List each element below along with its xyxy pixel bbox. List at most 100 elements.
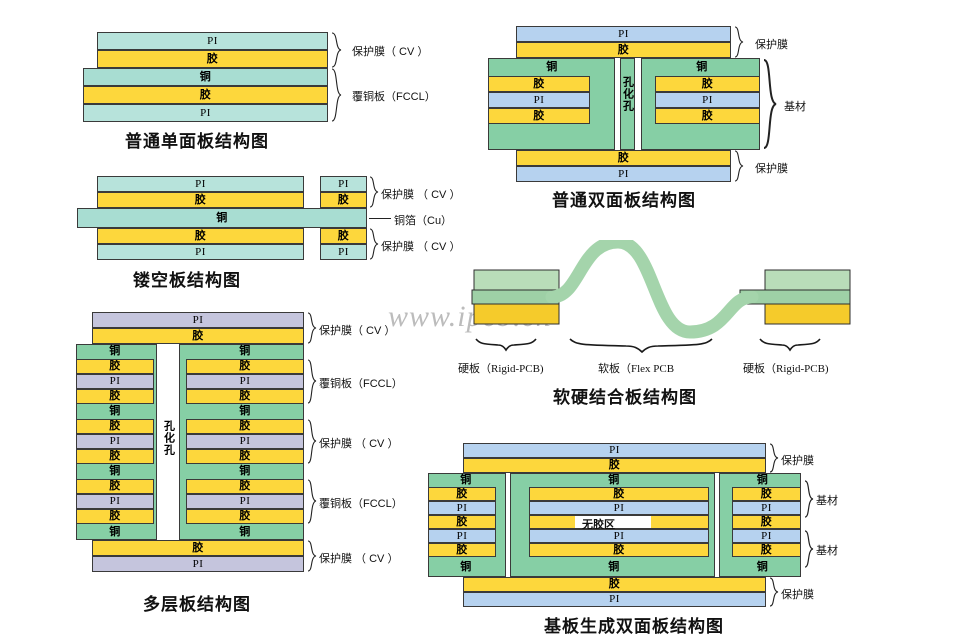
brace-protective-film-bottom <box>734 150 745 182</box>
annotation-fccl-1: 覆铜板（FCCL） <box>319 378 403 390</box>
title-rigid-flex: 软硬结合板结构图 <box>553 388 697 407</box>
brace-protective-film-bottom <box>769 577 779 607</box>
layer-pi-bottom: PI <box>516 166 731 182</box>
title-single-sided: 普通单面板结构图 <box>125 132 269 151</box>
annotation-cv-1: 保护膜（ CV ） <box>319 325 396 337</box>
brace-fccl-2 <box>307 479 317 524</box>
layer-pi-left-2: PI <box>76 374 154 389</box>
layer-glue-left-3: 胶 <box>428 515 496 529</box>
no-glue-zone-label: 无胶区 <box>582 519 615 531</box>
layer-glue-left-11: 胶 <box>76 509 154 524</box>
layer-glue-right-upper: 胶 <box>655 76 760 92</box>
annotation-base-material-lower: 基材 <box>816 545 838 557</box>
layer-pi-top-left: PI <box>97 176 304 192</box>
layer-pi-right-10: PI <box>186 494 304 509</box>
diagram-double-sided: PI 胶 铜 铜 胶 PI 胶 胶 PI 胶 孔化孔 胶 PI 保护膜 <box>460 0 971 220</box>
layer-glue-right-3: 胶 <box>186 389 304 404</box>
brace-cv-2 <box>307 419 317 464</box>
layer-copper-left-bottom: 铜 <box>460 560 472 573</box>
layer-copper-left-top: 铜 <box>546 60 558 73</box>
layer-glue-bottom: 胶 <box>463 577 766 592</box>
title-substrate-double-sided: 基板生成双面板结构图 <box>544 617 724 636</box>
layer-copper: 铜 <box>83 68 328 86</box>
layer-glue-top-left: 胶 <box>97 192 304 208</box>
layer-copper-left-12: 铜 <box>109 525 121 538</box>
gap-right <box>714 473 720 577</box>
layer-glue-left-5: 胶 <box>428 543 496 557</box>
rigid-flex-illustration <box>471 240 851 354</box>
layer-glue-right-11: 胶 <box>186 509 304 524</box>
brace-cv-1 <box>307 312 317 344</box>
layer-copper-left-top: 铜 <box>460 473 472 486</box>
brace-protective-film-top <box>369 176 379 208</box>
layer-pi-bottom: PI <box>463 592 766 607</box>
layer-pi-bottom-left: PI <box>97 244 304 260</box>
annotation-protective-film-top: 保护膜 <box>781 455 814 467</box>
diagram-multilayer: PI 胶 铜 铜 胶 胶 PI PI 胶 胶 铜 铜 胶 胶 PI PI 胶 胶… <box>0 300 470 642</box>
annotation-cv-3: 保护膜 （ CV ） <box>319 553 399 565</box>
layer-glue-right-5: 胶 <box>732 543 801 557</box>
layer-pi-bottom: PI <box>92 556 304 572</box>
title-hollow-board: 镂空板结构图 <box>133 271 241 290</box>
annotation-base-material-upper: 基材 <box>816 495 838 507</box>
annotation-fccl: 覆铜板（FCCL） <box>352 91 436 103</box>
annotation-protective-film: 保护膜（ CV ） <box>352 46 429 58</box>
layer-copper-right-4: 铜 <box>239 405 251 417</box>
layer-pi-left-2: PI <box>428 501 496 515</box>
layer-glue-right-9: 胶 <box>186 479 304 494</box>
layer-glue-left-1: 胶 <box>428 487 496 501</box>
layer-glue-center-1: 胶 <box>529 487 709 501</box>
layer-pi-center-4: PI <box>529 529 709 543</box>
via-hole-gap-left <box>614 58 621 150</box>
brace-protective-film <box>331 32 343 68</box>
no-glue-zone-area <box>575 515 651 529</box>
brace-cv-3 <box>307 540 317 572</box>
brace-protective-film-top <box>769 443 779 473</box>
layer-glue-bottom: 胶 <box>516 150 731 166</box>
annotation-rigid-left: 硬板（Rigid-PCB) <box>458 363 544 375</box>
layer-pi-left-6: PI <box>76 434 154 449</box>
diagram-substrate-double-sided: PI 胶 铜 胶 PI 胶 PI 胶 铜 铜 胶 PI 胶 无胶区 PI 胶 铜… <box>420 420 971 642</box>
gap-left <box>505 473 511 577</box>
layer-pi-top-right: PI <box>320 176 367 192</box>
layer-glue-bottom-left: 胶 <box>97 228 304 244</box>
layer-pi-top: PI <box>516 26 731 42</box>
layer-glue-left-lower: 胶 <box>488 108 590 124</box>
layer-pi-left-4: PI <box>428 529 496 543</box>
layer-copper-right-top: 铜 <box>756 473 769 486</box>
layer-copper-left-8: 铜 <box>109 465 121 477</box>
layer-pi-center-2: PI <box>529 501 709 515</box>
layer-pi-right-4: PI <box>732 529 801 543</box>
layer-glue-bottom: 胶 <box>83 86 328 104</box>
layer-glue-top: 胶 <box>463 458 766 473</box>
layer-glue-right-7: 胶 <box>186 449 304 464</box>
layer-copper-right-8: 铜 <box>239 465 251 477</box>
layer-glue-left-5: 胶 <box>76 419 154 434</box>
layer-glue-bottom-right: 胶 <box>320 228 367 244</box>
annotation-protective-film-bottom: 保护膜 （ CV ） <box>381 241 461 253</box>
via-hole-channel <box>156 344 180 540</box>
layer-copper-right-0: 铜 <box>239 345 251 357</box>
diagram-single-sided: PI 胶 铜 胶 PI 保护膜（ CV ） 覆铜板（FCCL） 普通单面板结构图 <box>0 0 470 160</box>
annotation-cv-2: 保护膜 （ CV ） <box>319 438 399 450</box>
via-hole-label: 孔化孔 <box>621 76 634 112</box>
layer-pi-top: PI <box>97 32 328 50</box>
layer-pi-top: PI <box>92 312 304 328</box>
layer-glue-top: 胶 <box>516 42 731 58</box>
brace-fccl-1 <box>307 359 317 404</box>
diagram-hollow-board: PI 胶 铜 胶 PI PI 胶 胶 PI 保护膜 （ CV ） 铜箔（Cu） … <box>0 160 470 300</box>
layer-glue-right-lower: 胶 <box>655 108 760 124</box>
layer-pi-right: PI <box>655 92 760 108</box>
layer-pi-right-6: PI <box>186 434 304 449</box>
layer-glue-left-7: 胶 <box>76 449 154 464</box>
layer-pi-left: PI <box>488 92 590 108</box>
layer-glue-center-5: 胶 <box>529 543 709 557</box>
layer-glue-bottom: 胶 <box>92 540 304 556</box>
layer-glue-left-9: 胶 <box>76 479 154 494</box>
title-multilayer: 多层板结构图 <box>143 595 251 614</box>
brace-base-material-upper <box>804 480 814 518</box>
annotation-flex: 软板（Flex PCB <box>598 363 675 375</box>
layer-pi-bottom-right: PI <box>320 244 367 260</box>
layer-copper-center-top: 铜 <box>608 473 620 486</box>
